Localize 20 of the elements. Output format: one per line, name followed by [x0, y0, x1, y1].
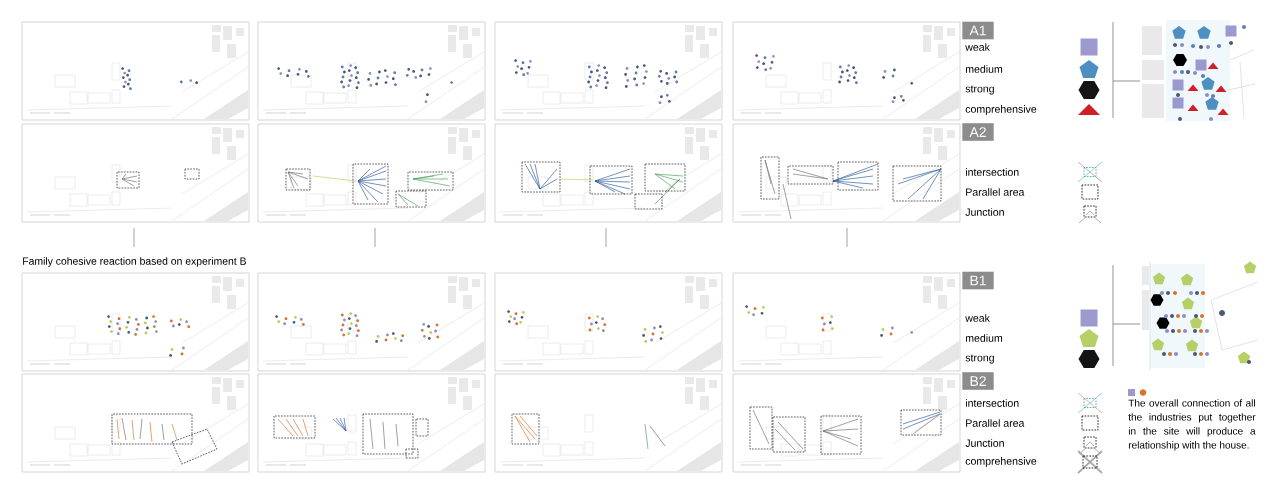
- legend-label: strong: [965, 85, 994, 95]
- legend-label: weak: [965, 43, 990, 51]
- section-tag: B2: [962, 372, 994, 390]
- legend-label: medium: [965, 334, 1003, 342]
- section-heading: Family cohesive reaction based on experiment B: [23, 257, 246, 267]
- note-text: The overall connection of all the industries put together in the site will produce a relationship with the house.: [1128, 399, 1256, 451]
- legend-label: comprehensive: [965, 457, 1037, 467]
- legend-label: Junction: [965, 439, 1004, 447]
- section-tag: A1: [962, 21, 994, 40]
- legend-label: Parallel area: [966, 419, 1025, 427]
- legend-label: strong: [965, 354, 994, 364]
- legend-label: Parallel area: [966, 188, 1025, 196]
- legend-label: Junction: [965, 208, 1004, 216]
- section-tag: B1: [962, 271, 994, 290]
- legend-label: medium: [965, 65, 1003, 73]
- section-tag: A2: [962, 123, 994, 141]
- legend-label: intersection: [966, 168, 1019, 176]
- legend-label: comprehensive: [965, 105, 1037, 115]
- legend-label: intersection: [966, 399, 1019, 407]
- legend-label: weak: [965, 314, 990, 322]
